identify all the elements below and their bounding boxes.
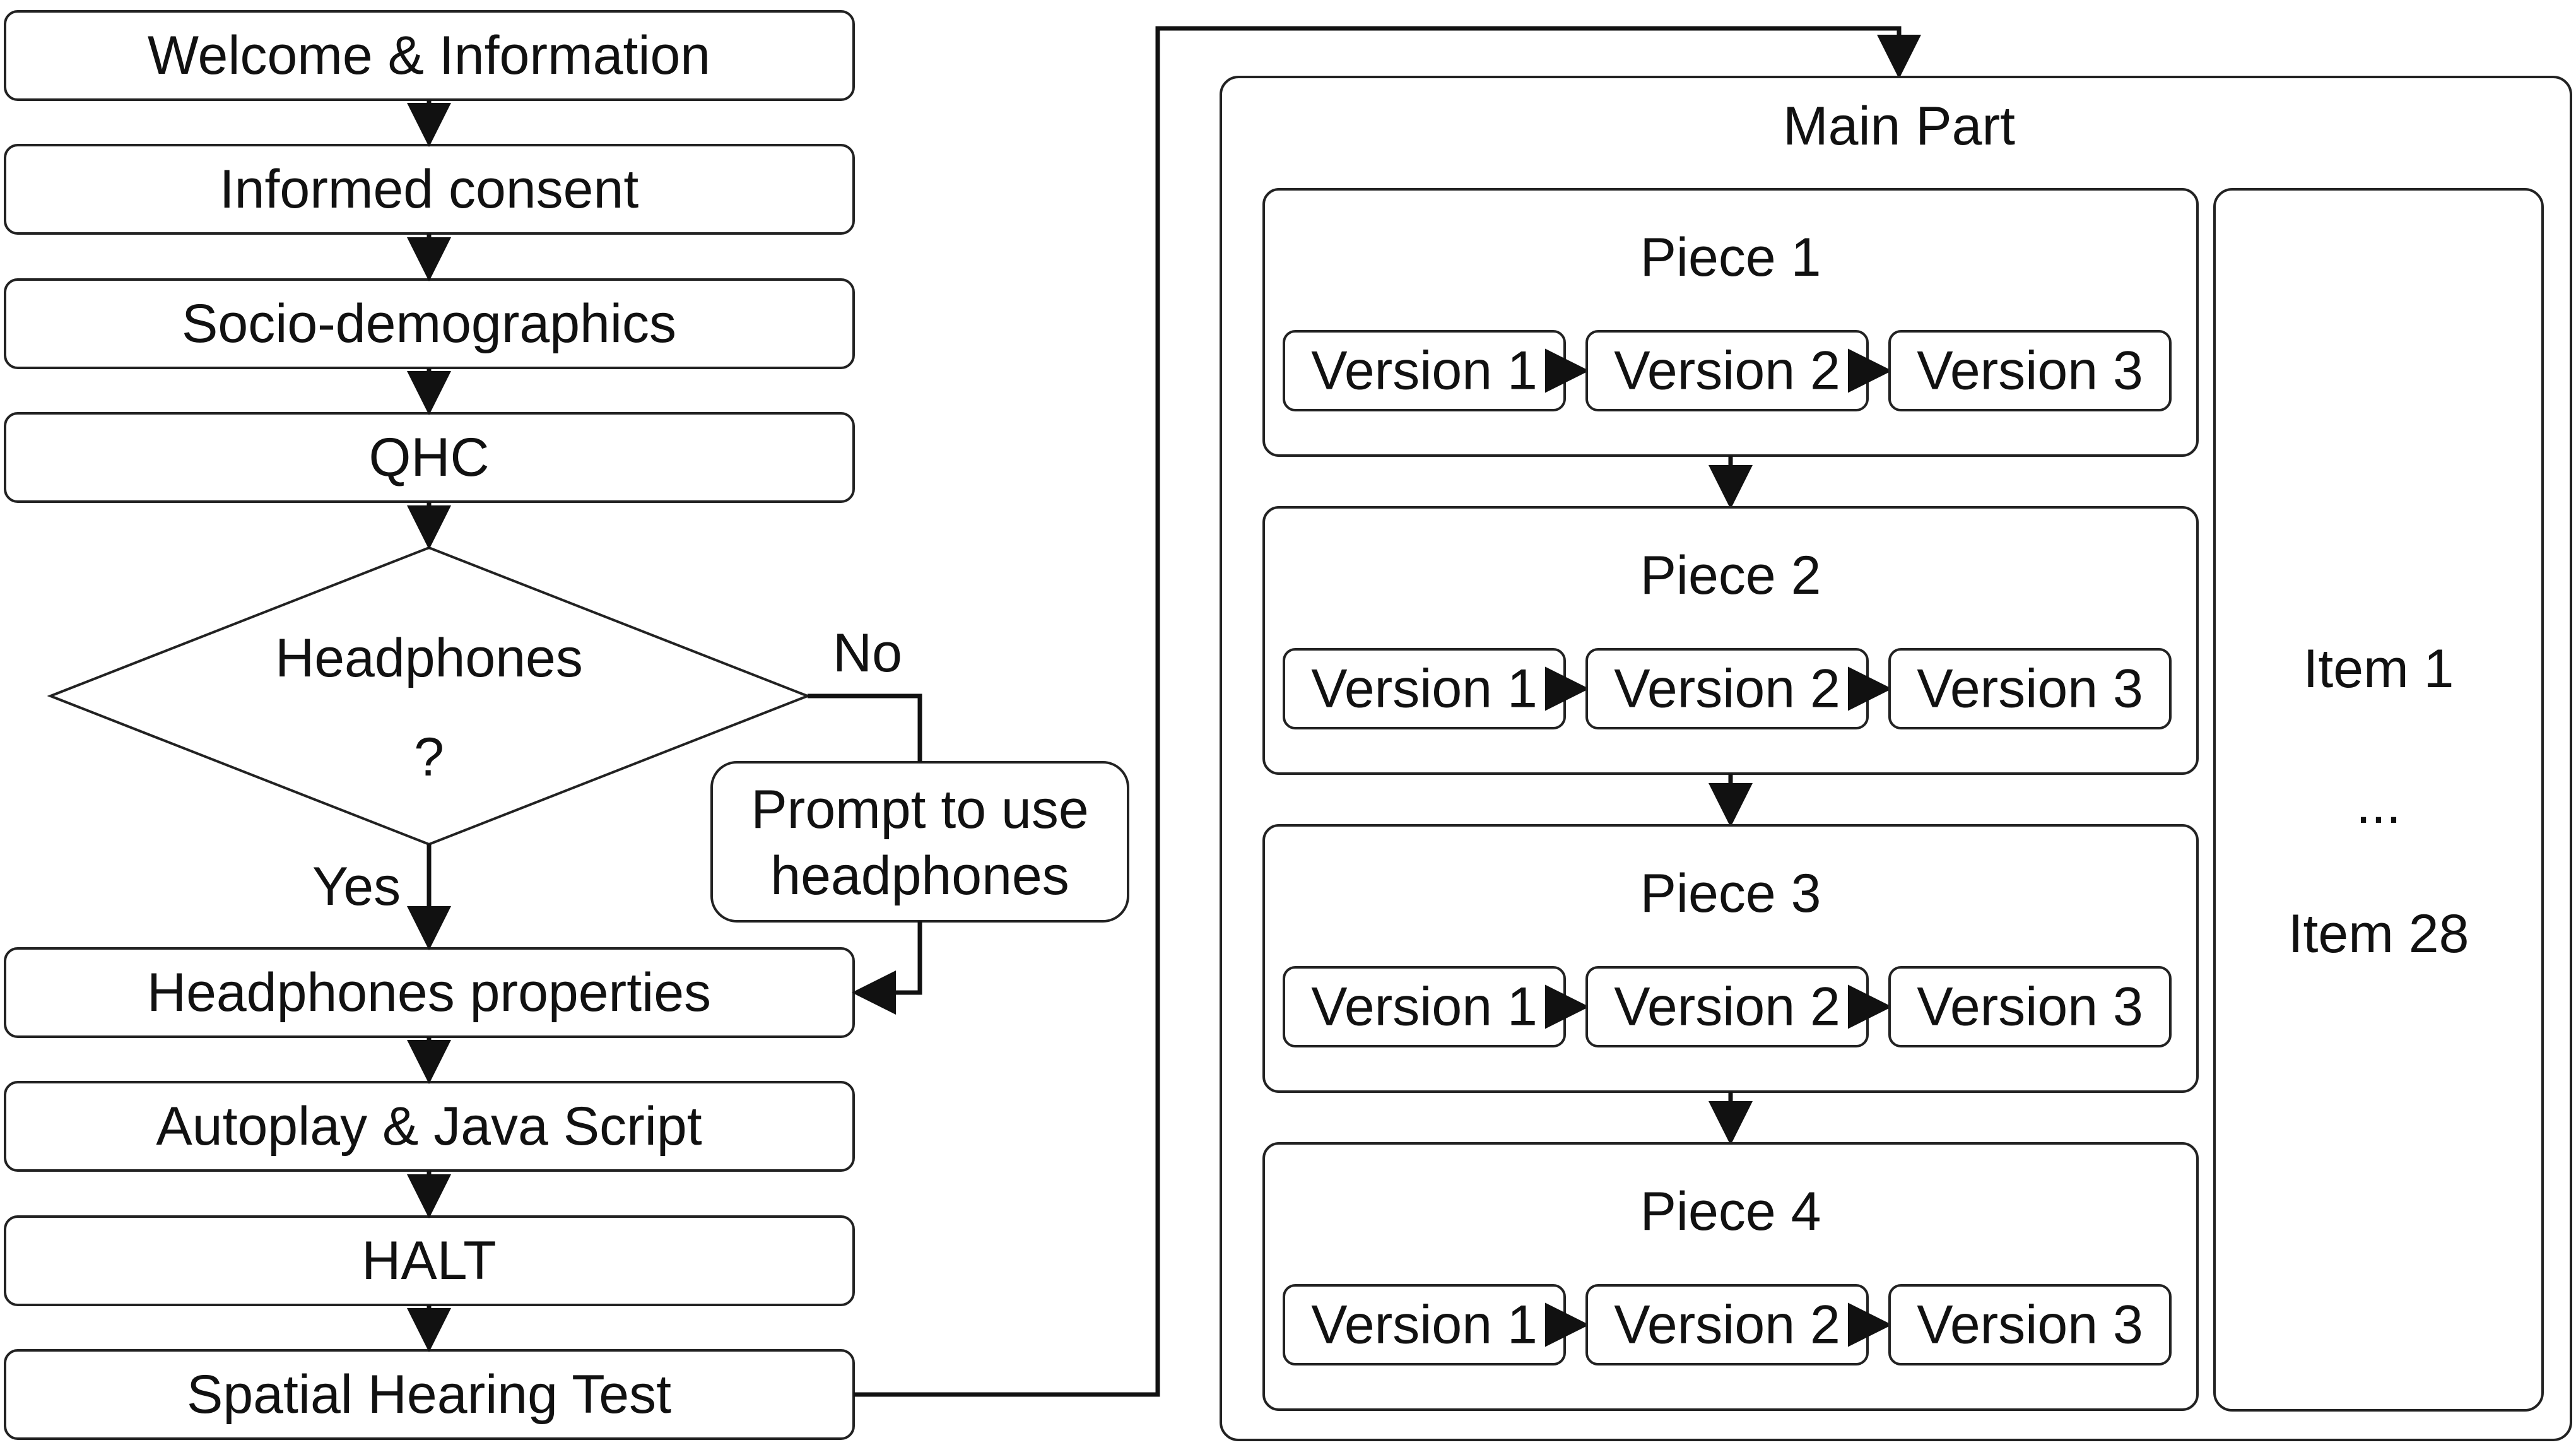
version-box: Version 3	[1888, 330, 2172, 411]
decision-question: ?	[414, 727, 444, 787]
prompt-line-1: Prompt to use	[751, 779, 1088, 840]
piece-label: Piece 2	[1640, 545, 1821, 606]
main-part: Main Part Piece 1 Version 1 Version 2 Versi…	[1220, 76, 2572, 1441]
left-flow: Welcome & Information Informed consent S…	[4, 10, 1921, 1440]
arrow-prompt-return-icon	[852, 921, 922, 1015]
step-spatial-hearing-test: Spatial Hearing Test	[4, 1349, 855, 1440]
piece-label: Piece 1	[1640, 227, 1821, 288]
item-first: Item 1	[2303, 639, 2454, 699]
arrow-to-main-part-icon	[854, 26, 1921, 1397]
version-label: Version 1	[1311, 977, 1538, 1037]
piece-4: Piece 4 Version 1 Version 2 Version 3	[1262, 1142, 2199, 1411]
yes-branch-label: Yes	[312, 856, 401, 917]
version-label: Version 1	[1311, 1295, 1538, 1355]
step-label: Spatial Hearing Test	[187, 1364, 671, 1425]
items-panel: Item 1 ... Item 28	[2213, 188, 2544, 1412]
version-box: Version 1	[1283, 966, 1566, 1047]
decision-label: Headphones	[275, 628, 583, 688]
version-box: Version 3	[1888, 648, 2172, 729]
version-box: Version 3	[1888, 1284, 2172, 1365]
version-label: Version 3	[1917, 341, 2143, 401]
version-box: Version 1	[1283, 648, 1566, 729]
item-last: Item 28	[2288, 904, 2469, 964]
step-qhc: QHC	[4, 412, 855, 503]
version-label: Version 2	[1614, 977, 1840, 1037]
step-label: Headphones properties	[147, 962, 711, 1023]
version-frame	[1888, 648, 2172, 729]
piece-3: Piece 3 Version 1 Version 2 Version 3	[1262, 824, 2199, 1145]
step-label: QHC	[368, 427, 489, 488]
step-label: Autoplay & Java Script	[156, 1096, 702, 1157]
version-box: Version 2	[1585, 648, 1869, 729]
version-frame	[1888, 330, 2172, 411]
piece-2: Piece 2 Version 1 Version 2 Version 3	[1262, 506, 2199, 827]
item-ellipsis: ...	[2356, 774, 2401, 835]
piece-label: Piece 4	[1640, 1181, 1821, 1242]
decision-headphones: Headphones ?	[47, 546, 811, 846]
items-frame	[2213, 188, 2544, 1412]
version-box: Version 2	[1585, 1284, 1869, 1365]
main-part-title: Main Part	[1783, 96, 2015, 156]
step-halt: HALT	[4, 1215, 855, 1306]
version-label: Version 2	[1614, 659, 1840, 719]
step-label: Welcome & Information	[148, 25, 710, 86]
line-no-branch	[808, 693, 922, 762]
version-box: Version 2	[1585, 330, 1869, 411]
step-label: Socio-demographics	[182, 293, 676, 354]
step-label: Informed consent	[220, 159, 639, 220]
step-informed-consent: Informed consent	[4, 144, 855, 235]
left-flow-arrows	[407, 26, 1921, 1397]
step-socio-demographics: Socio-demographics	[4, 278, 855, 369]
prompt-use-headphones: Prompt to use headphones	[710, 761, 1129, 923]
prompt-line-2: headphones	[770, 846, 1069, 906]
step-autoplay-javascript: Autoplay & Java Script	[4, 1081, 855, 1172]
version-frame	[1888, 1284, 2172, 1365]
version-box: Version 1	[1283, 330, 1566, 411]
version-label: Version 3	[1917, 1295, 2143, 1355]
piece-label: Piece 3	[1640, 863, 1821, 924]
step-label: HALT	[362, 1230, 496, 1291]
version-label: Version 2	[1614, 341, 1840, 401]
step-headphones-properties: Headphones properties	[4, 947, 855, 1038]
version-label: Version 2	[1614, 1295, 1840, 1355]
piece-1: Piece 1 Version 1 Version 2 Version 3	[1262, 188, 2199, 509]
version-box: Version 1	[1283, 1284, 1566, 1365]
version-label: Version 3	[1917, 659, 2143, 719]
version-label: Version 1	[1311, 341, 1538, 401]
version-label: Version 3	[1917, 977, 2143, 1037]
version-frame	[1888, 966, 2172, 1047]
no-branch-label: No	[833, 623, 902, 683]
version-label: Version 1	[1311, 659, 1538, 719]
step-welcome: Welcome & Information	[4, 10, 855, 101]
version-box: Version 3	[1888, 966, 2172, 1047]
version-box: Version 2	[1585, 966, 1869, 1047]
